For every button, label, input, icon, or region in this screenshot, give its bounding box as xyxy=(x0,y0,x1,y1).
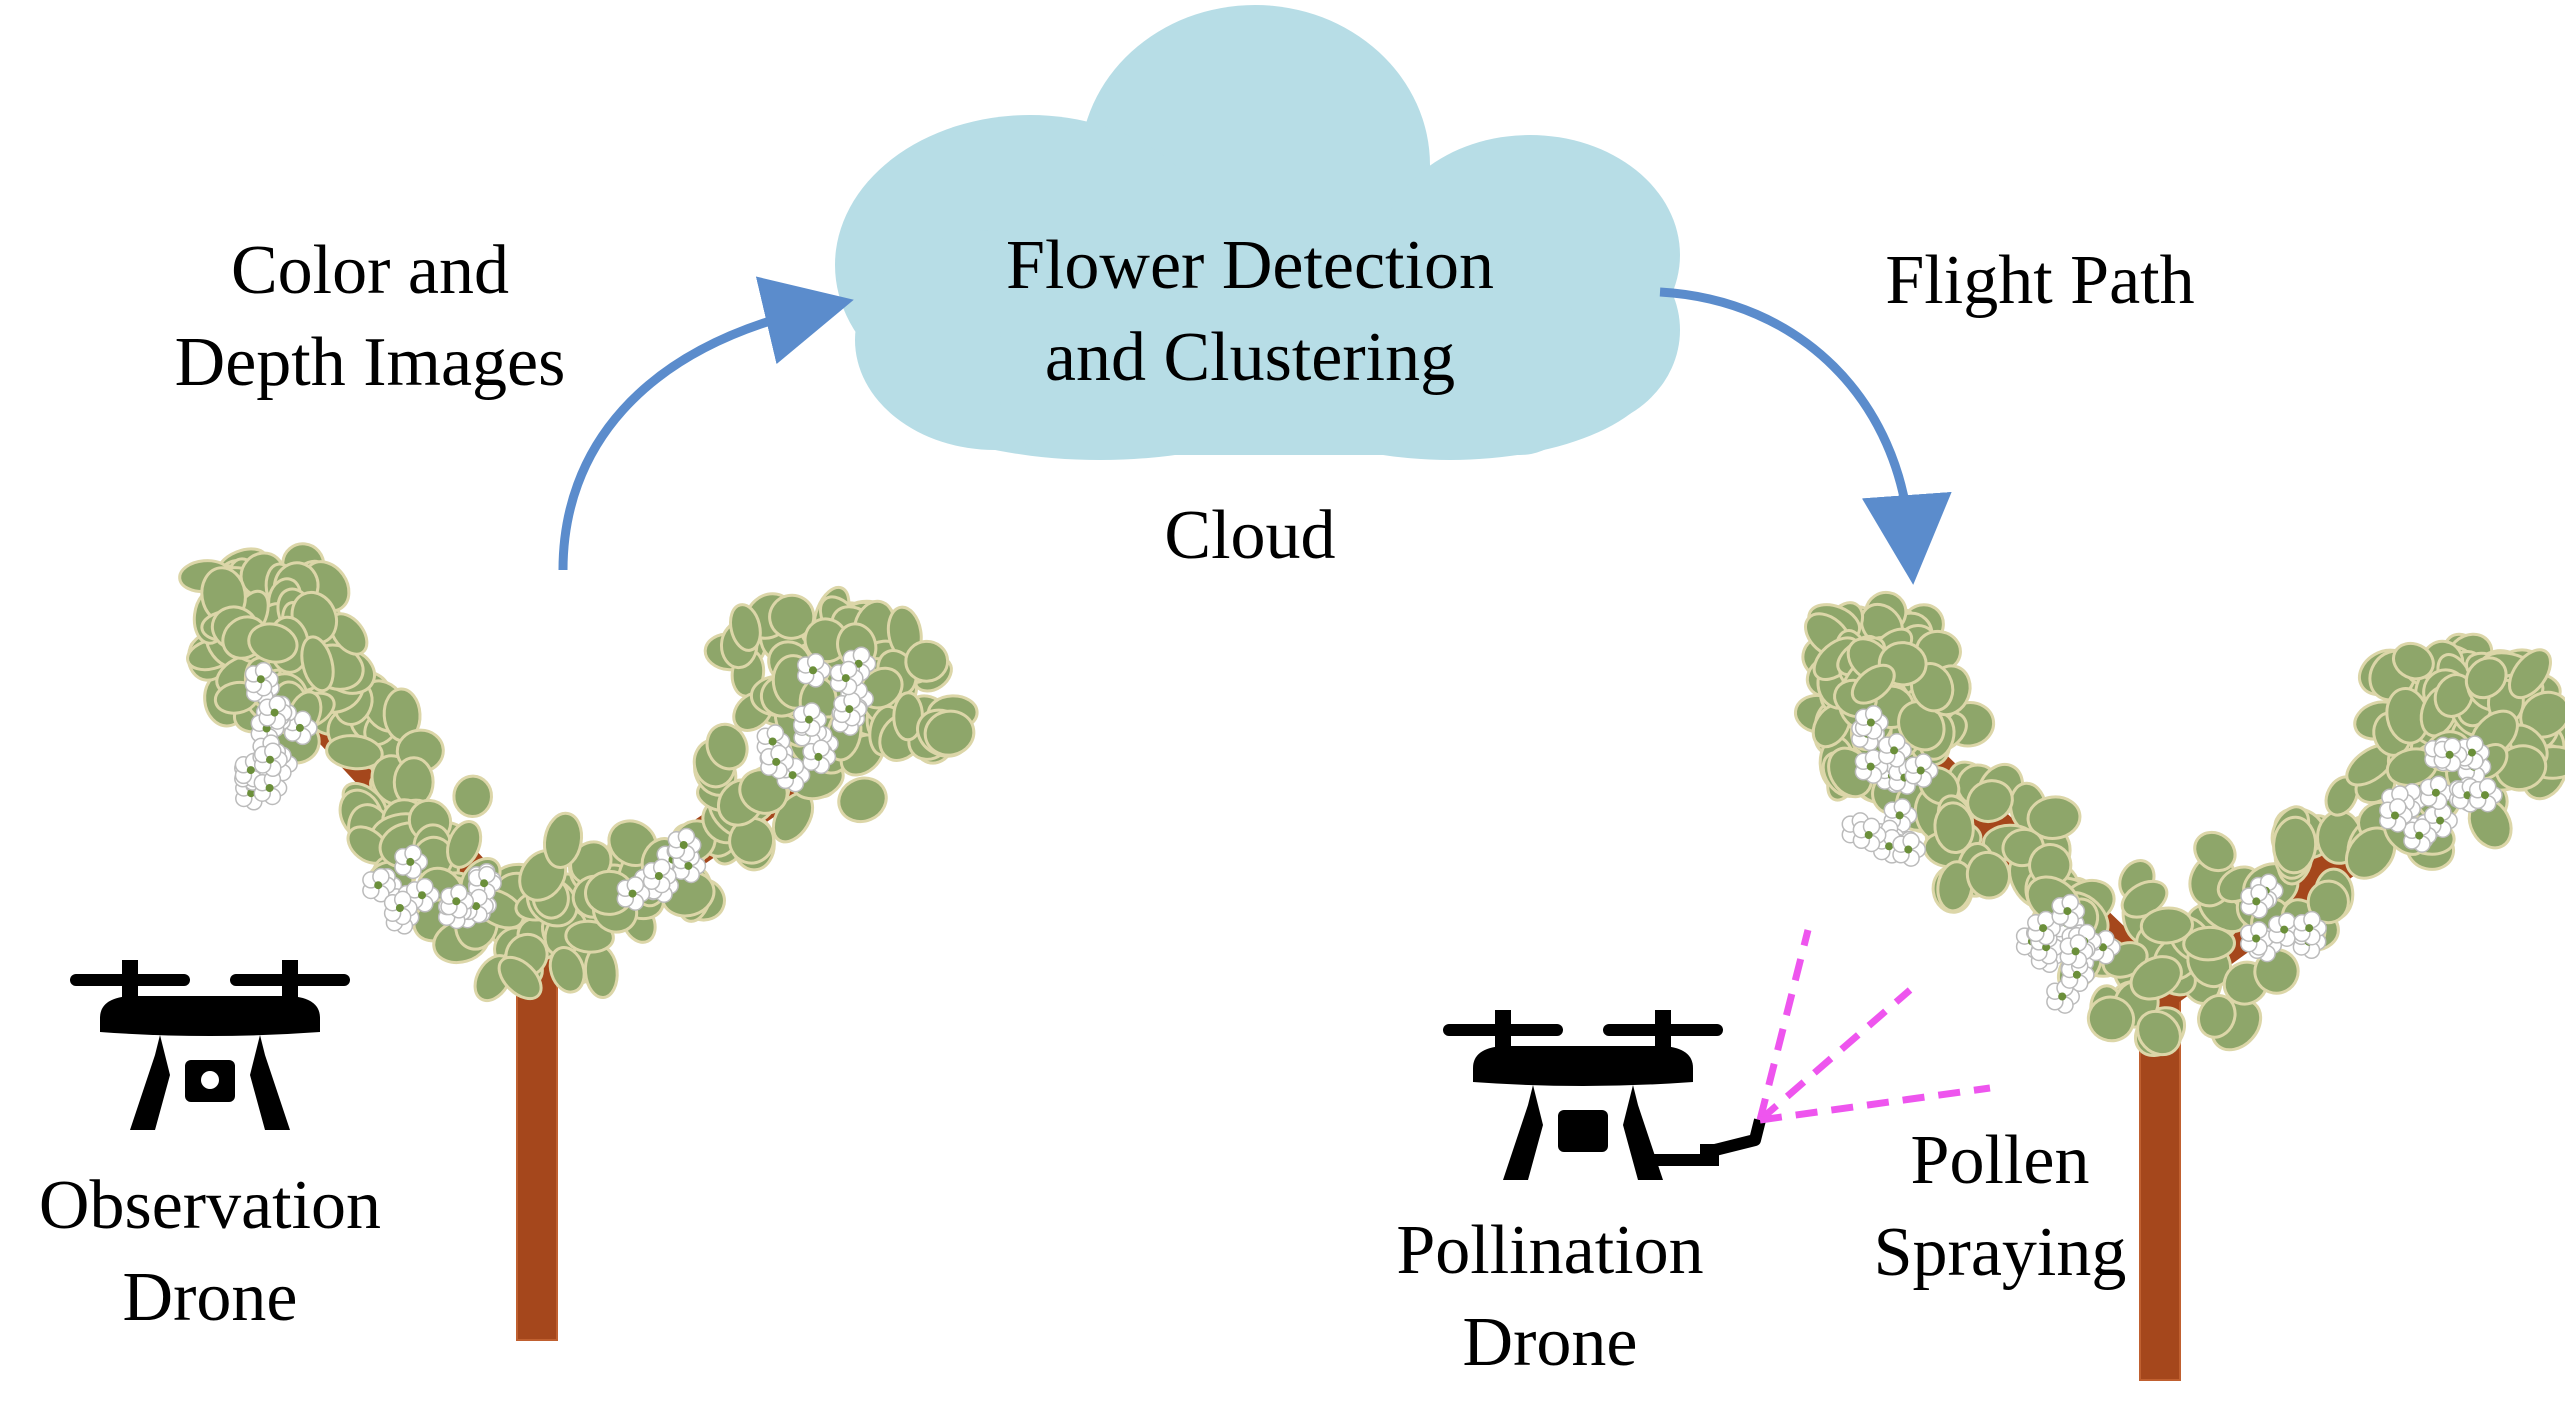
flower xyxy=(253,742,288,778)
arrow-cloud-to-drone xyxy=(1659,287,1952,585)
flower xyxy=(2403,818,2437,853)
leaf xyxy=(548,946,586,994)
leaf xyxy=(837,776,888,824)
leaf xyxy=(2086,995,2136,1043)
leaf xyxy=(2433,673,2475,718)
flower xyxy=(383,890,418,926)
cloud-shape xyxy=(835,5,1680,460)
leaf xyxy=(904,639,950,683)
leaf xyxy=(2129,955,2183,1001)
input-edge-line1: Color and xyxy=(230,232,510,309)
pollination-drone-label: Pollination Drone xyxy=(1350,1205,1750,1389)
flower xyxy=(2468,777,2503,813)
tree-left xyxy=(178,542,979,1341)
arrow-images-to-cloud xyxy=(558,276,854,571)
flower xyxy=(776,757,811,793)
flower xyxy=(2433,737,2468,773)
flower xyxy=(394,844,429,880)
drone-icon xyxy=(70,960,350,1130)
cloud-title-line2: and Clustering xyxy=(1044,319,1456,396)
flower xyxy=(440,884,475,919)
leaf xyxy=(1966,779,2014,824)
leaf xyxy=(1850,663,1896,705)
flower xyxy=(1892,832,1927,867)
leaf xyxy=(564,919,615,954)
leaf xyxy=(2464,656,2508,700)
drone-icon-pollination xyxy=(1443,1010,1723,1180)
cloud-caption: Cloud xyxy=(1164,497,1336,574)
tree-right xyxy=(1793,590,2565,1381)
input-edge-line2: Depth Images xyxy=(174,324,566,401)
observation-drone-line2: Drone xyxy=(122,1259,298,1336)
flower xyxy=(2240,921,2274,956)
flower xyxy=(2293,910,2327,946)
leaf xyxy=(705,722,749,771)
leaf xyxy=(923,709,976,757)
leaf xyxy=(325,734,384,771)
cloud-title: Flower Detection and Clustering xyxy=(930,220,1570,404)
cloud-title-line1: Flower Detection xyxy=(1006,227,1494,304)
leaf xyxy=(729,603,762,652)
leaf xyxy=(728,816,776,865)
flower xyxy=(796,652,831,688)
flower xyxy=(642,858,677,894)
leaf xyxy=(2508,648,2552,700)
input-edge-label: Color and Depth Images xyxy=(120,225,620,409)
flower xyxy=(1904,753,1939,788)
pollen-spraying-label: Pollen Spraying xyxy=(1830,1115,2170,1299)
flower xyxy=(2419,775,2454,811)
leaf xyxy=(497,955,543,1001)
flower xyxy=(362,867,396,903)
flower xyxy=(1852,817,1887,853)
flower xyxy=(2046,979,2080,1014)
flower xyxy=(2379,798,2413,833)
flower xyxy=(760,744,794,780)
leaf xyxy=(2193,830,2237,873)
flower xyxy=(244,661,279,697)
output-edge-label: Flight Path xyxy=(1885,242,2195,319)
spray-nozzle xyxy=(1700,1118,1766,1156)
leaf xyxy=(768,593,816,640)
leaf xyxy=(2197,994,2237,1039)
leaf xyxy=(300,635,335,693)
observation-drone-line1: Observation xyxy=(38,1167,382,1244)
flower xyxy=(616,876,651,911)
pollen-spray xyxy=(1756,929,1991,1124)
leaf xyxy=(1965,850,2011,900)
observation-drone-label: Observation Drone xyxy=(0,1160,420,1344)
leaf xyxy=(2182,925,2236,962)
flower xyxy=(1878,733,1912,768)
pollination-drone-line2: Drone xyxy=(1462,1304,1638,1381)
leaf xyxy=(2272,815,2318,875)
flower xyxy=(258,695,293,730)
flower xyxy=(2059,934,2094,969)
leaf xyxy=(1933,801,1975,855)
leaf xyxy=(452,774,494,818)
flower xyxy=(792,702,827,737)
leaf xyxy=(446,820,483,869)
leaf xyxy=(2306,879,2350,925)
flower xyxy=(802,739,837,775)
leaf xyxy=(2139,906,2194,945)
flower xyxy=(829,660,864,696)
flower xyxy=(2240,884,2275,919)
flower xyxy=(1854,705,1889,740)
flower xyxy=(2051,893,2086,929)
leaf xyxy=(2136,1009,2182,1057)
pollen-line1: Pollen xyxy=(1910,1122,2090,1199)
flower xyxy=(833,691,868,727)
leaf xyxy=(247,622,299,664)
leaf xyxy=(2392,641,2435,681)
leaf xyxy=(542,811,584,869)
leaf xyxy=(2026,795,2082,840)
pollen-line2: Spraying xyxy=(1873,1214,2127,1291)
flower xyxy=(667,827,702,863)
pollination-drone-line1: Pollination xyxy=(1396,1212,1704,1289)
